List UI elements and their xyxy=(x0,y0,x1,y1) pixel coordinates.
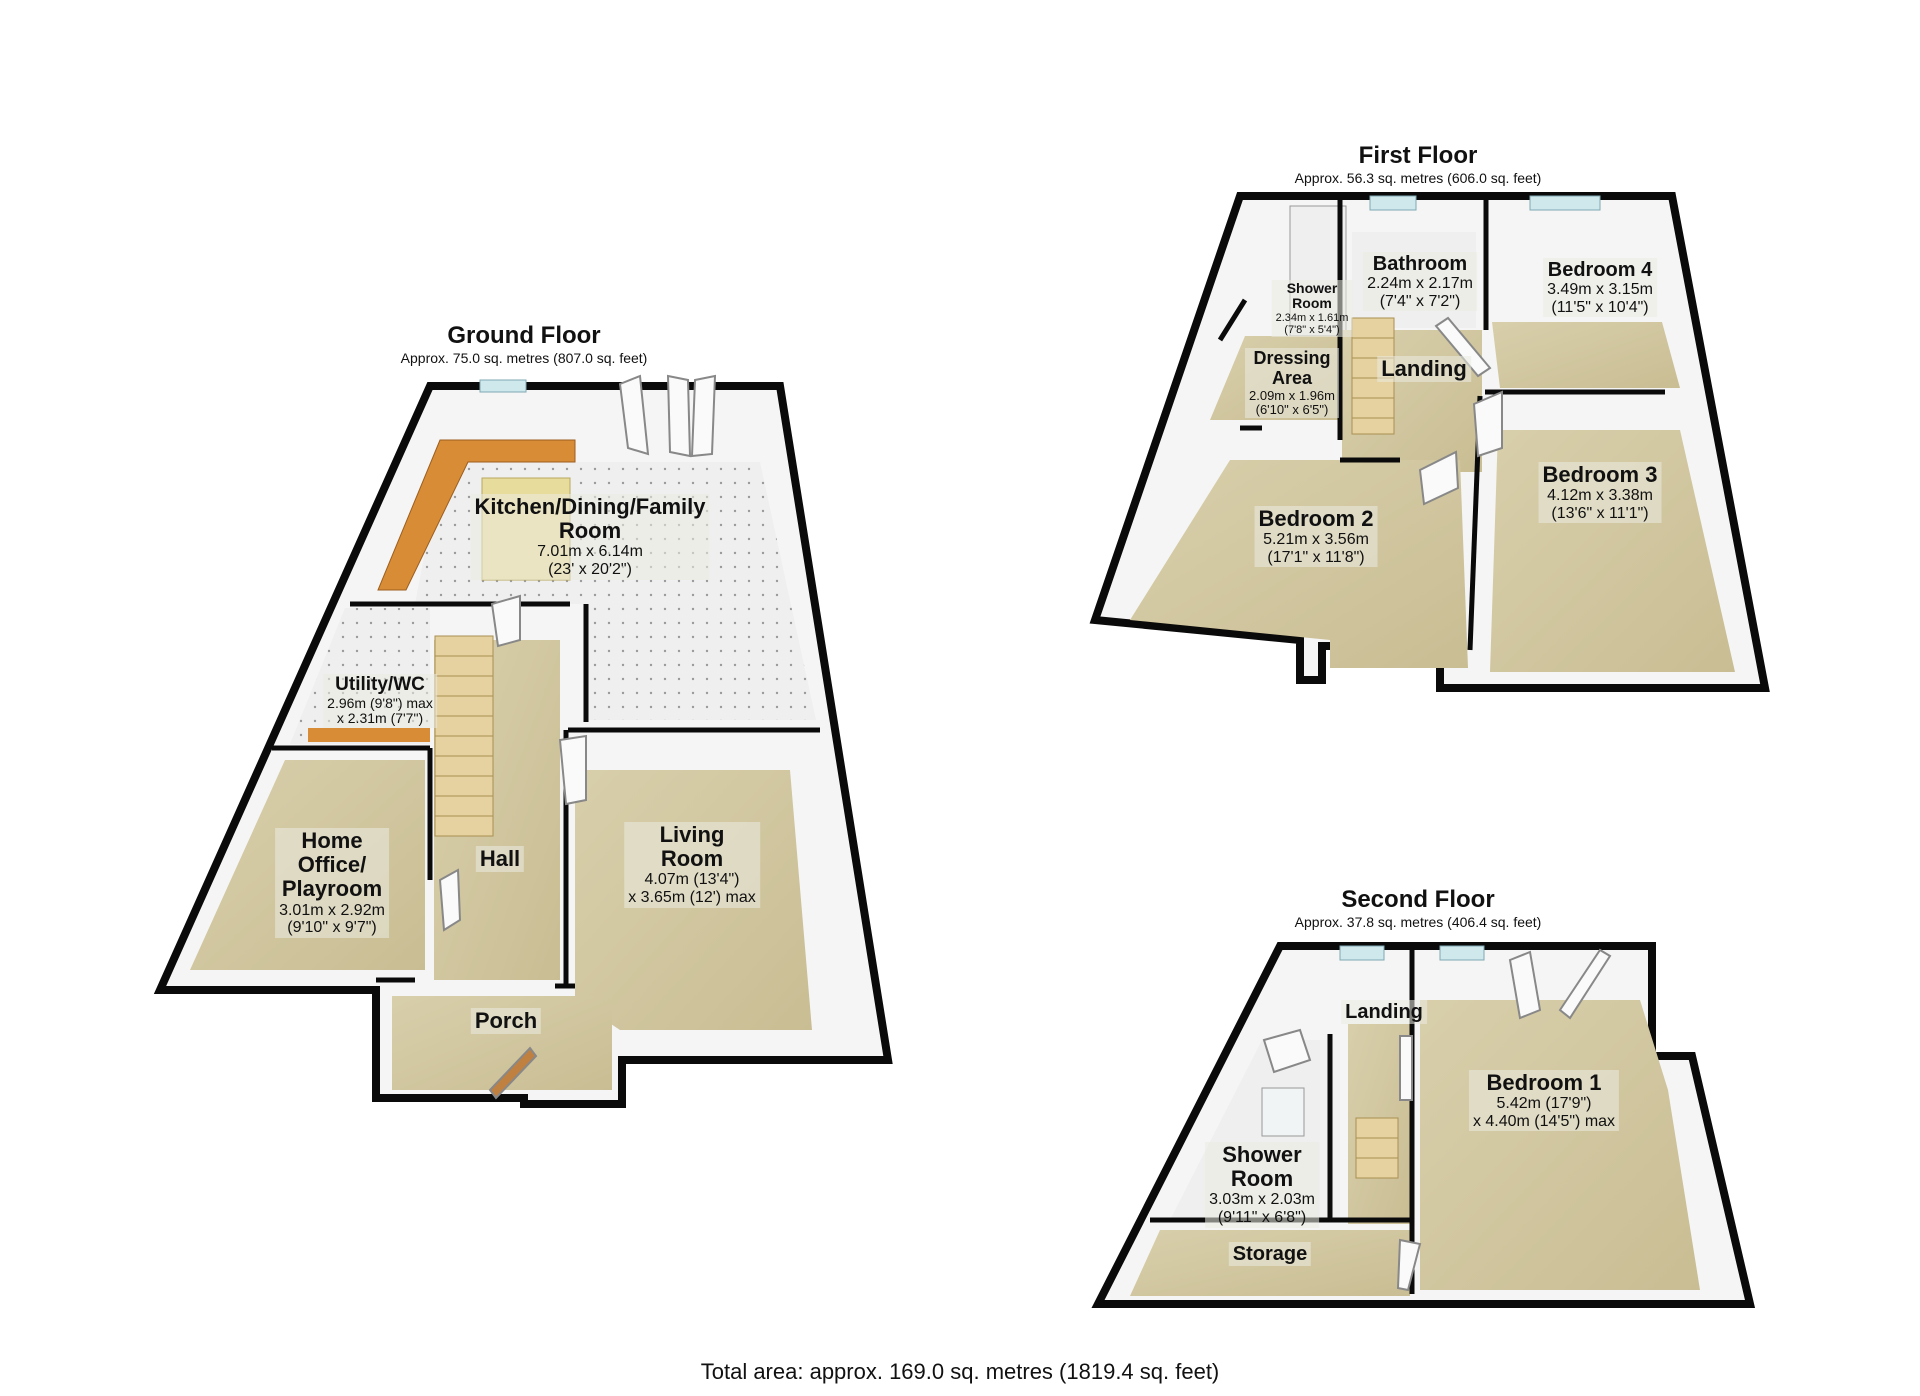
shower2-cubicle xyxy=(1261,1087,1305,1137)
ground-doors xyxy=(438,594,587,1100)
room-label-office: Home Office/ Playroom 3.01m x 2.92m (9'1… xyxy=(275,828,389,938)
room-name: Storage xyxy=(1232,1243,1308,1265)
room-name: Dressing xyxy=(1253,348,1331,368)
room-label-bedroom3: Bedroom 3 4.12m x 3.38m (13'6" x 11'1") xyxy=(1538,462,1662,524)
room-dimensions: (13'6" x 11'1") xyxy=(1551,504,1649,522)
first-floor-title: First Floor Approx. 56.3 sq. metres (606… xyxy=(1295,142,1542,186)
ground-floor-title: Ground Floor Approx. 75.0 sq. metres (80… xyxy=(401,322,648,366)
room-label-storage: Storage xyxy=(1228,1242,1312,1266)
room-label-hall: Hall xyxy=(475,846,525,873)
room-label-landing1: Landing xyxy=(1377,356,1471,383)
room-label-living: Living Room 4.07m (13'4") x 3.65m (12') … xyxy=(624,822,760,908)
room-name: Room xyxy=(1292,295,1332,312)
room-label-bedroom4: Bedroom 4 3.49m x 3.15m (11'5" x 10'4") xyxy=(1543,258,1657,318)
bedroom4-floor xyxy=(1492,322,1680,388)
second-window-1 xyxy=(1339,945,1385,961)
second-stairs xyxy=(1355,1117,1399,1179)
room-name: Shower xyxy=(1222,1142,1302,1167)
bathroom-window xyxy=(1369,195,1417,211)
room-name: Kitchen/Dining/Family xyxy=(474,494,706,519)
ground-floor-name: Ground Floor xyxy=(447,322,601,349)
room-name: Utility/WC xyxy=(335,674,425,695)
room-label-utility: Utility/WC 2.96m (9'8") max x 2.31m (7'7… xyxy=(323,674,437,728)
second-floor-area: Approx. 37.8 sq. metres (406.4 sq. feet) xyxy=(1294,914,1542,930)
room-dimensions: (7'8" x 5'4") xyxy=(1284,323,1340,336)
porch-floor xyxy=(392,996,612,1090)
ground-floor-plan xyxy=(153,374,893,1108)
room-dimensions: 5.21m x 3.56m xyxy=(1263,531,1369,549)
room-dimensions: 2.34m x 1.61m xyxy=(1275,311,1349,324)
room-name: Landing xyxy=(1345,1001,1423,1023)
second-doors xyxy=(1262,948,1612,1292)
room-dimensions: x 4.40m (14'5") max xyxy=(1472,1112,1616,1130)
room-dimensions: (23' x 20'2") xyxy=(548,560,632,578)
first-floor-name: First Floor xyxy=(1358,142,1478,169)
kitchen-window xyxy=(479,379,527,393)
room-dimensions: 7.01m x 6.14m xyxy=(537,543,643,561)
first-interior-walls xyxy=(1217,200,1665,651)
room-name: Shower xyxy=(1286,280,1338,296)
room-name: Area xyxy=(1271,367,1313,388)
utility-counter xyxy=(308,728,430,742)
ground-floor-area: Approx. 75.0 sq. metres (807.0 sq. feet) xyxy=(400,350,648,366)
room-dimensions: 3.49m x 3.15m xyxy=(1547,281,1653,298)
room-label-bedroom1: Bedroom 1 5.42m (17'9") x 4.40m (14'5") … xyxy=(1468,1070,1620,1132)
room-label-landing2: Landing xyxy=(1341,1000,1427,1024)
room-dimensions: (9'10" x 9'7") xyxy=(287,919,377,937)
room-dimensions: 3.01m x 2.92m xyxy=(279,901,385,919)
second-floor-name: Second Floor xyxy=(1341,886,1495,913)
room-dimensions: 3.03m x 2.03m xyxy=(1209,1191,1315,1209)
first-floor-area: Approx. 56.3 sq. metres (606.0 sq. feet) xyxy=(1294,170,1542,186)
room-dimensions: 2.24m x 2.17m xyxy=(1367,275,1473,292)
room-dimensions: 2.09m x 1.96m xyxy=(1249,387,1335,403)
second-floor-title: Second Floor Approx. 37.8 sq. metres (40… xyxy=(1295,886,1542,930)
room-dimensions: (11'5" x 10'4") xyxy=(1551,298,1649,316)
room-name: Playroom xyxy=(281,876,383,902)
room-name: Room xyxy=(558,518,622,544)
room-name: Hall xyxy=(479,846,521,871)
room-name: Office/ xyxy=(297,852,367,878)
room-label-shower1: Shower Room 2.34m x 1.61m (7'8" x 5'4") xyxy=(1271,280,1353,337)
room-label-bathroom: Bathroom 2.24m x 2.17m (7'4" x 7'2") xyxy=(1363,252,1477,312)
room-label-bedroom2: Bedroom 2 5.21m x 3.56m (17'1" x 11'8") xyxy=(1254,506,1378,568)
room-dimensions: x 3.65m (12') max xyxy=(628,888,756,906)
room-dimensions: (9'11" x 6'8") xyxy=(1217,1208,1307,1226)
room-name: Bedroom 3 xyxy=(1542,462,1658,487)
room-dimensions: 4.12m x 3.38m xyxy=(1547,487,1653,505)
room-label-shower2: Shower Room 3.03m x 2.03m (9'11" x 6'8") xyxy=(1205,1142,1319,1228)
room-name: Home xyxy=(301,828,363,853)
room-name: Bedroom 1 xyxy=(1486,1070,1602,1095)
ground-stairs xyxy=(434,635,494,837)
room-name: Bathroom xyxy=(1372,253,1468,275)
room-label-dressing: Dressing Area 2.09m x 1.96m (6'10" x 6'5… xyxy=(1245,348,1339,419)
room-dimensions: (7'4" x 7'2") xyxy=(1379,292,1461,310)
room-name: Room xyxy=(660,846,724,872)
bedroom4-window xyxy=(1529,195,1601,211)
room-name: Bedroom 2 xyxy=(1258,506,1374,531)
room-name: Porch xyxy=(474,1008,538,1033)
room-name: Landing xyxy=(1381,356,1467,381)
room-label-kitchen: Kitchen/Dining/Family Room 7.01m x 6.14m… xyxy=(470,494,710,580)
room-dimensions: x 2.31m (7'7") xyxy=(336,710,424,727)
room-label-porch: Porch xyxy=(470,1008,542,1035)
room-name: Room xyxy=(1230,1166,1294,1192)
room-dimensions: (6'10" x 6'5") xyxy=(1255,401,1329,417)
room-dimensions: 4.07m (13'4") xyxy=(644,871,740,889)
bedroom1-floor xyxy=(1420,1000,1700,1290)
room-name: Living xyxy=(659,822,725,847)
french-doors xyxy=(618,374,717,458)
kitchen-counter xyxy=(377,439,576,591)
ground-interior-walls xyxy=(272,601,820,989)
total-area: Total area: approx. 169.0 sq. metres (18… xyxy=(700,1359,1220,1384)
second-window-2 xyxy=(1439,945,1485,961)
room-dimensions: 5.42m (17'9") xyxy=(1496,1095,1592,1113)
room-dimensions: 2.96m (9'8") max xyxy=(327,694,433,711)
room-dimensions: (17'1" x 11'8") xyxy=(1267,548,1365,566)
room-name: Bedroom 4 xyxy=(1547,259,1653,281)
first-doors xyxy=(1418,316,1503,506)
